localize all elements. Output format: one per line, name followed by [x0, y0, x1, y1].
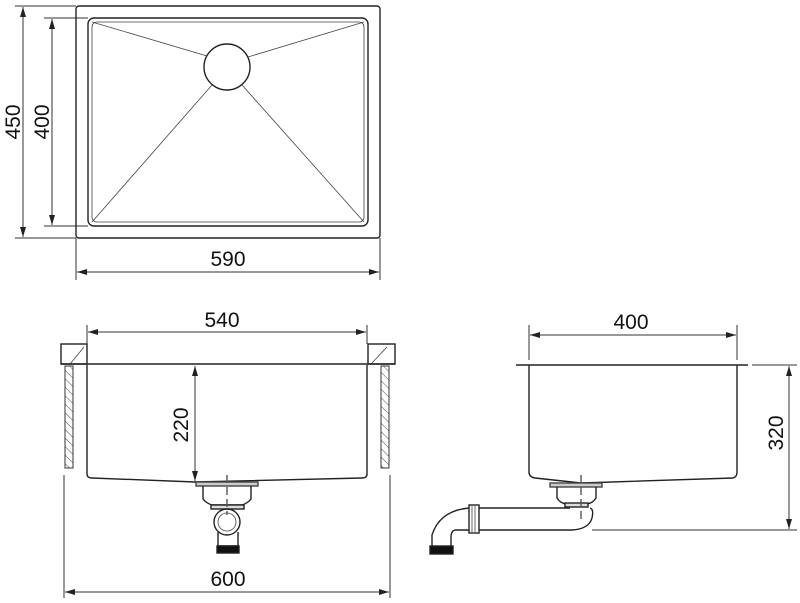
- drain-trap: [429, 475, 603, 555]
- dim-320: 320: [765, 415, 788, 450]
- sink-bowl-side: [528, 365, 738, 484]
- countertop-left: [60, 343, 88, 365]
- dimension-lines-top: [15, 5, 381, 280]
- dim-600: 600: [210, 568, 245, 591]
- front-view: 540 220 600: [60, 309, 396, 598]
- dim-400-width: 400: [613, 311, 648, 334]
- dimension-lines-side: [528, 325, 797, 531]
- side-view: 400 320: [429, 311, 797, 555]
- sink-bowl-section: [86, 365, 368, 483]
- dimension-lines-front: [63, 325, 391, 598]
- dim-590: 590: [210, 248, 245, 271]
- dim-450: 450: [2, 104, 25, 139]
- sink-outer-rim: [75, 5, 381, 239]
- sink-inner-bowl: [87, 17, 369, 227]
- cabinet-wall-right: [380, 365, 390, 469]
- dim-540: 540: [204, 309, 239, 332]
- cabinet-wall-left: [64, 365, 74, 469]
- top-view: 450 400 590: [2, 5, 381, 280]
- drain-circle: [203, 43, 251, 91]
- drain-assembly: [195, 475, 259, 554]
- dim-400-depth: 400: [31, 104, 54, 139]
- dim-220: 220: [170, 407, 193, 442]
- bowl-slope-lines: [91, 21, 365, 223]
- countertop-right: [367, 343, 396, 365]
